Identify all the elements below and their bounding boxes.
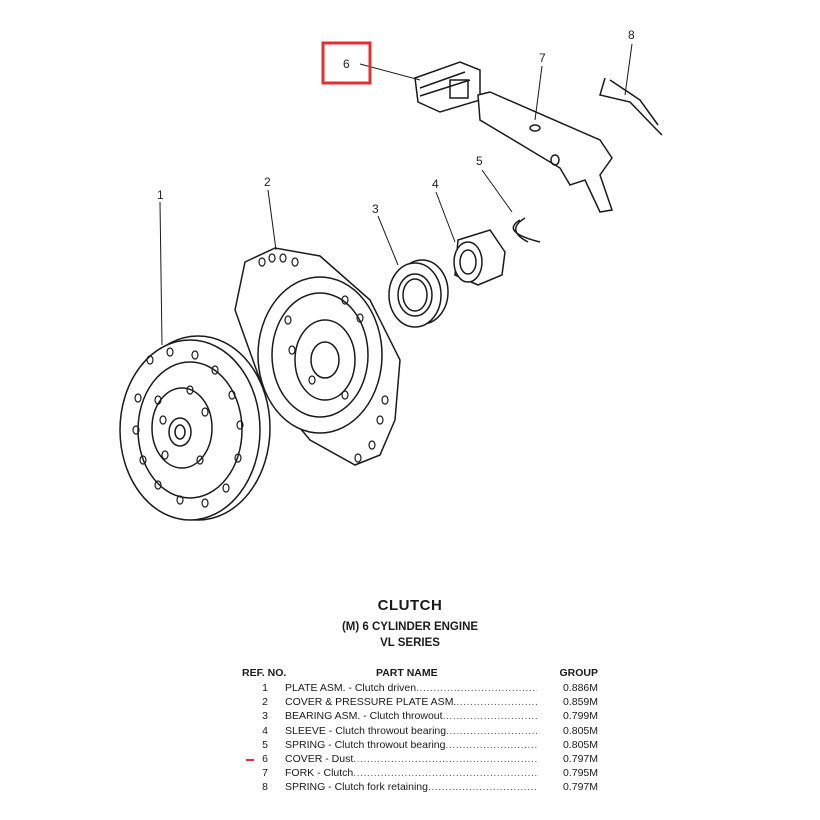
callout-2: 2 xyxy=(264,175,271,189)
table-row: 4 SLEEVE - Clutch throwout bearing 0.805… xyxy=(240,725,605,739)
header-ref-no: REF. NO. xyxy=(242,667,287,679)
header-part-name: PART NAME xyxy=(376,667,438,679)
row-ref: 7 xyxy=(262,767,268,780)
part-7-clutch-fork xyxy=(477,91,613,213)
row-group: 0.886M xyxy=(562,682,598,694)
row-part-name: SPRING - Clutch fork retaining xyxy=(285,781,537,793)
row-group: 0.805M xyxy=(562,724,598,737)
row-group: 0.797M xyxy=(562,752,598,765)
row-group: 0.805M xyxy=(562,738,598,751)
callout-1: 1 xyxy=(157,188,164,202)
callout-8: 8 xyxy=(628,28,635,42)
row-part-name: COVER - Dust xyxy=(285,753,537,765)
row-part-name: SLEEVE - Clutch throwout bearing xyxy=(285,725,537,737)
part-1-clutch-driven-plate xyxy=(119,335,271,521)
part-4-bearing-sleeve xyxy=(453,229,506,286)
row-ref: 8 xyxy=(262,781,268,794)
subtitle-engine: (M) 6 CYLINDER ENGINE xyxy=(341,621,479,633)
callout-5: 5 xyxy=(476,154,483,168)
header-group: GROUP xyxy=(559,667,598,679)
table-row-highlighted: 6 COVER - Dust 0.797M xyxy=(240,753,605,767)
table-row: 5 SPRING - Clutch throwout bearing 0.805… xyxy=(240,739,605,753)
row-group: 0.799M xyxy=(562,710,598,723)
parts-table: REF. NO. PART NAME GROUP 1 PLATE ASM. - … xyxy=(240,667,605,796)
callout-6: 6 xyxy=(343,57,350,71)
table-row: 3 BEARING ASM. - Clutch throwout 0.799M xyxy=(240,710,605,724)
row-group: 0.795M xyxy=(562,767,598,780)
callout-labels: 1 2 3 4 5 6 7 8 xyxy=(157,28,635,216)
row-ref: 2 xyxy=(262,696,268,709)
callout-7: 7 xyxy=(539,51,546,65)
parts-table-header: REF. NO. PART NAME GROUP xyxy=(240,667,605,682)
row-ref: 6 xyxy=(240,753,268,765)
part-3-throwout-bearing xyxy=(388,259,449,328)
part-6-dust-cover xyxy=(414,61,481,113)
row-part-name: PLATE ASM. - Clutch driven xyxy=(285,682,537,694)
callout-4: 4 xyxy=(432,177,439,191)
row-group: 0.797M xyxy=(562,781,598,794)
row-part-name: COVER & PRESSURE PLATE ASM. xyxy=(285,696,537,708)
table-row: 7 FORK - Clutch 0.795M xyxy=(240,767,605,781)
row-ref: 4 xyxy=(262,724,268,737)
part-2-cover-pressure-plate xyxy=(234,247,401,466)
exploded-clutch-diagram: 1 2 3 4 5 6 7 8 xyxy=(119,28,663,521)
row-ref: 5 xyxy=(262,738,268,751)
row-ref: 3 xyxy=(262,710,268,723)
table-row: 8 SPRING - Clutch fork retaining 0.797M xyxy=(240,781,605,795)
table-row: 1 PLATE ASM. - Clutch driven 0.886M xyxy=(240,682,605,696)
highlight-box-ref-6 xyxy=(321,41,372,85)
row-group: 0.859M xyxy=(562,696,598,709)
row-part-name: SPRING - Clutch throwout bearing xyxy=(285,739,537,751)
callout-3: 3 xyxy=(372,202,379,216)
row-ref: 1 xyxy=(262,682,268,694)
part-5-throwout-spring xyxy=(512,217,541,243)
row-part-name: BEARING ASM. - Clutch throwout xyxy=(285,710,537,722)
subtitle-series: VL SERIES xyxy=(380,637,440,649)
table-row: 2 COVER & PRESSURE PLATE ASM. 0.859M xyxy=(240,696,605,710)
diagram-title: CLUTCH xyxy=(377,597,443,614)
part-8-fork-retaining-spring xyxy=(599,77,663,136)
row-part-name: FORK - Clutch xyxy=(285,767,537,779)
